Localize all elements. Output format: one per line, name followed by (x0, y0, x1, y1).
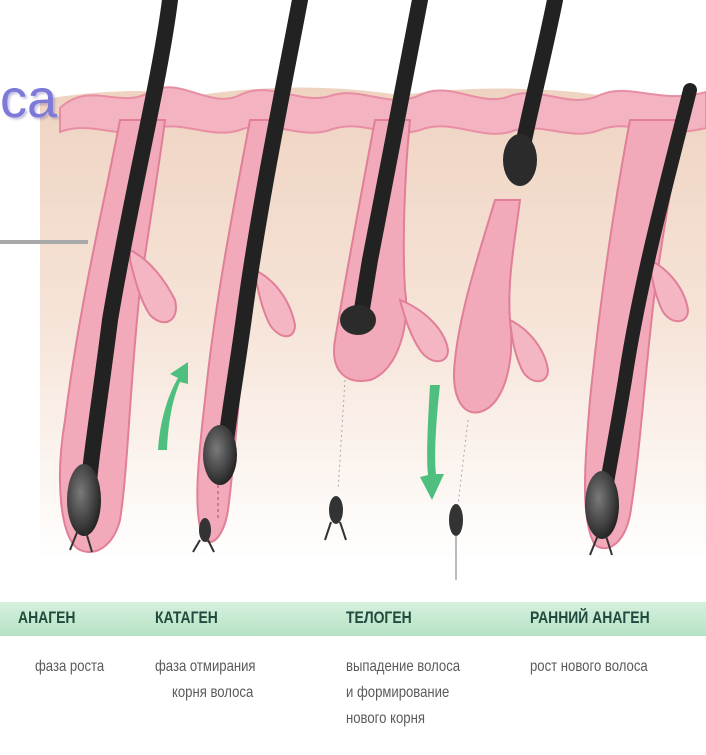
bulb-anagen (67, 464, 101, 536)
phase-name-catagen: КАТАГЕН (155, 608, 218, 628)
phase-name-anagen: АНАГЕН (18, 608, 75, 628)
slide-title-fragment: са (0, 72, 57, 126)
phase-name-early-anagen: РАННИЙ АНАГЕН (530, 608, 650, 628)
phase-desc-telogen-line3: нового корня (346, 706, 425, 732)
hair-growth-cycle-illustration (0, 0, 706, 590)
phase-desc-anagen: фаза роста (35, 654, 104, 680)
title-underline (0, 240, 88, 244)
bulb-telogen (340, 305, 376, 335)
phase-desc-telogen-line2: и формирование (346, 680, 449, 706)
phase-desc-catagen-line2: корня волоса (172, 680, 253, 706)
phase-name-telogen: ТЕЛОГЕН (346, 608, 412, 628)
bulb-catagen (203, 425, 237, 485)
bulb-early-anagen (585, 471, 619, 539)
bulb-shedding (503, 134, 537, 186)
phase-desc-early-anagen: рост нового волоса (530, 654, 648, 680)
phase-desc-catagen-line1: фаза отмирания (155, 654, 256, 680)
phase-desc-telogen-line1: выпадение волоса (346, 654, 460, 680)
